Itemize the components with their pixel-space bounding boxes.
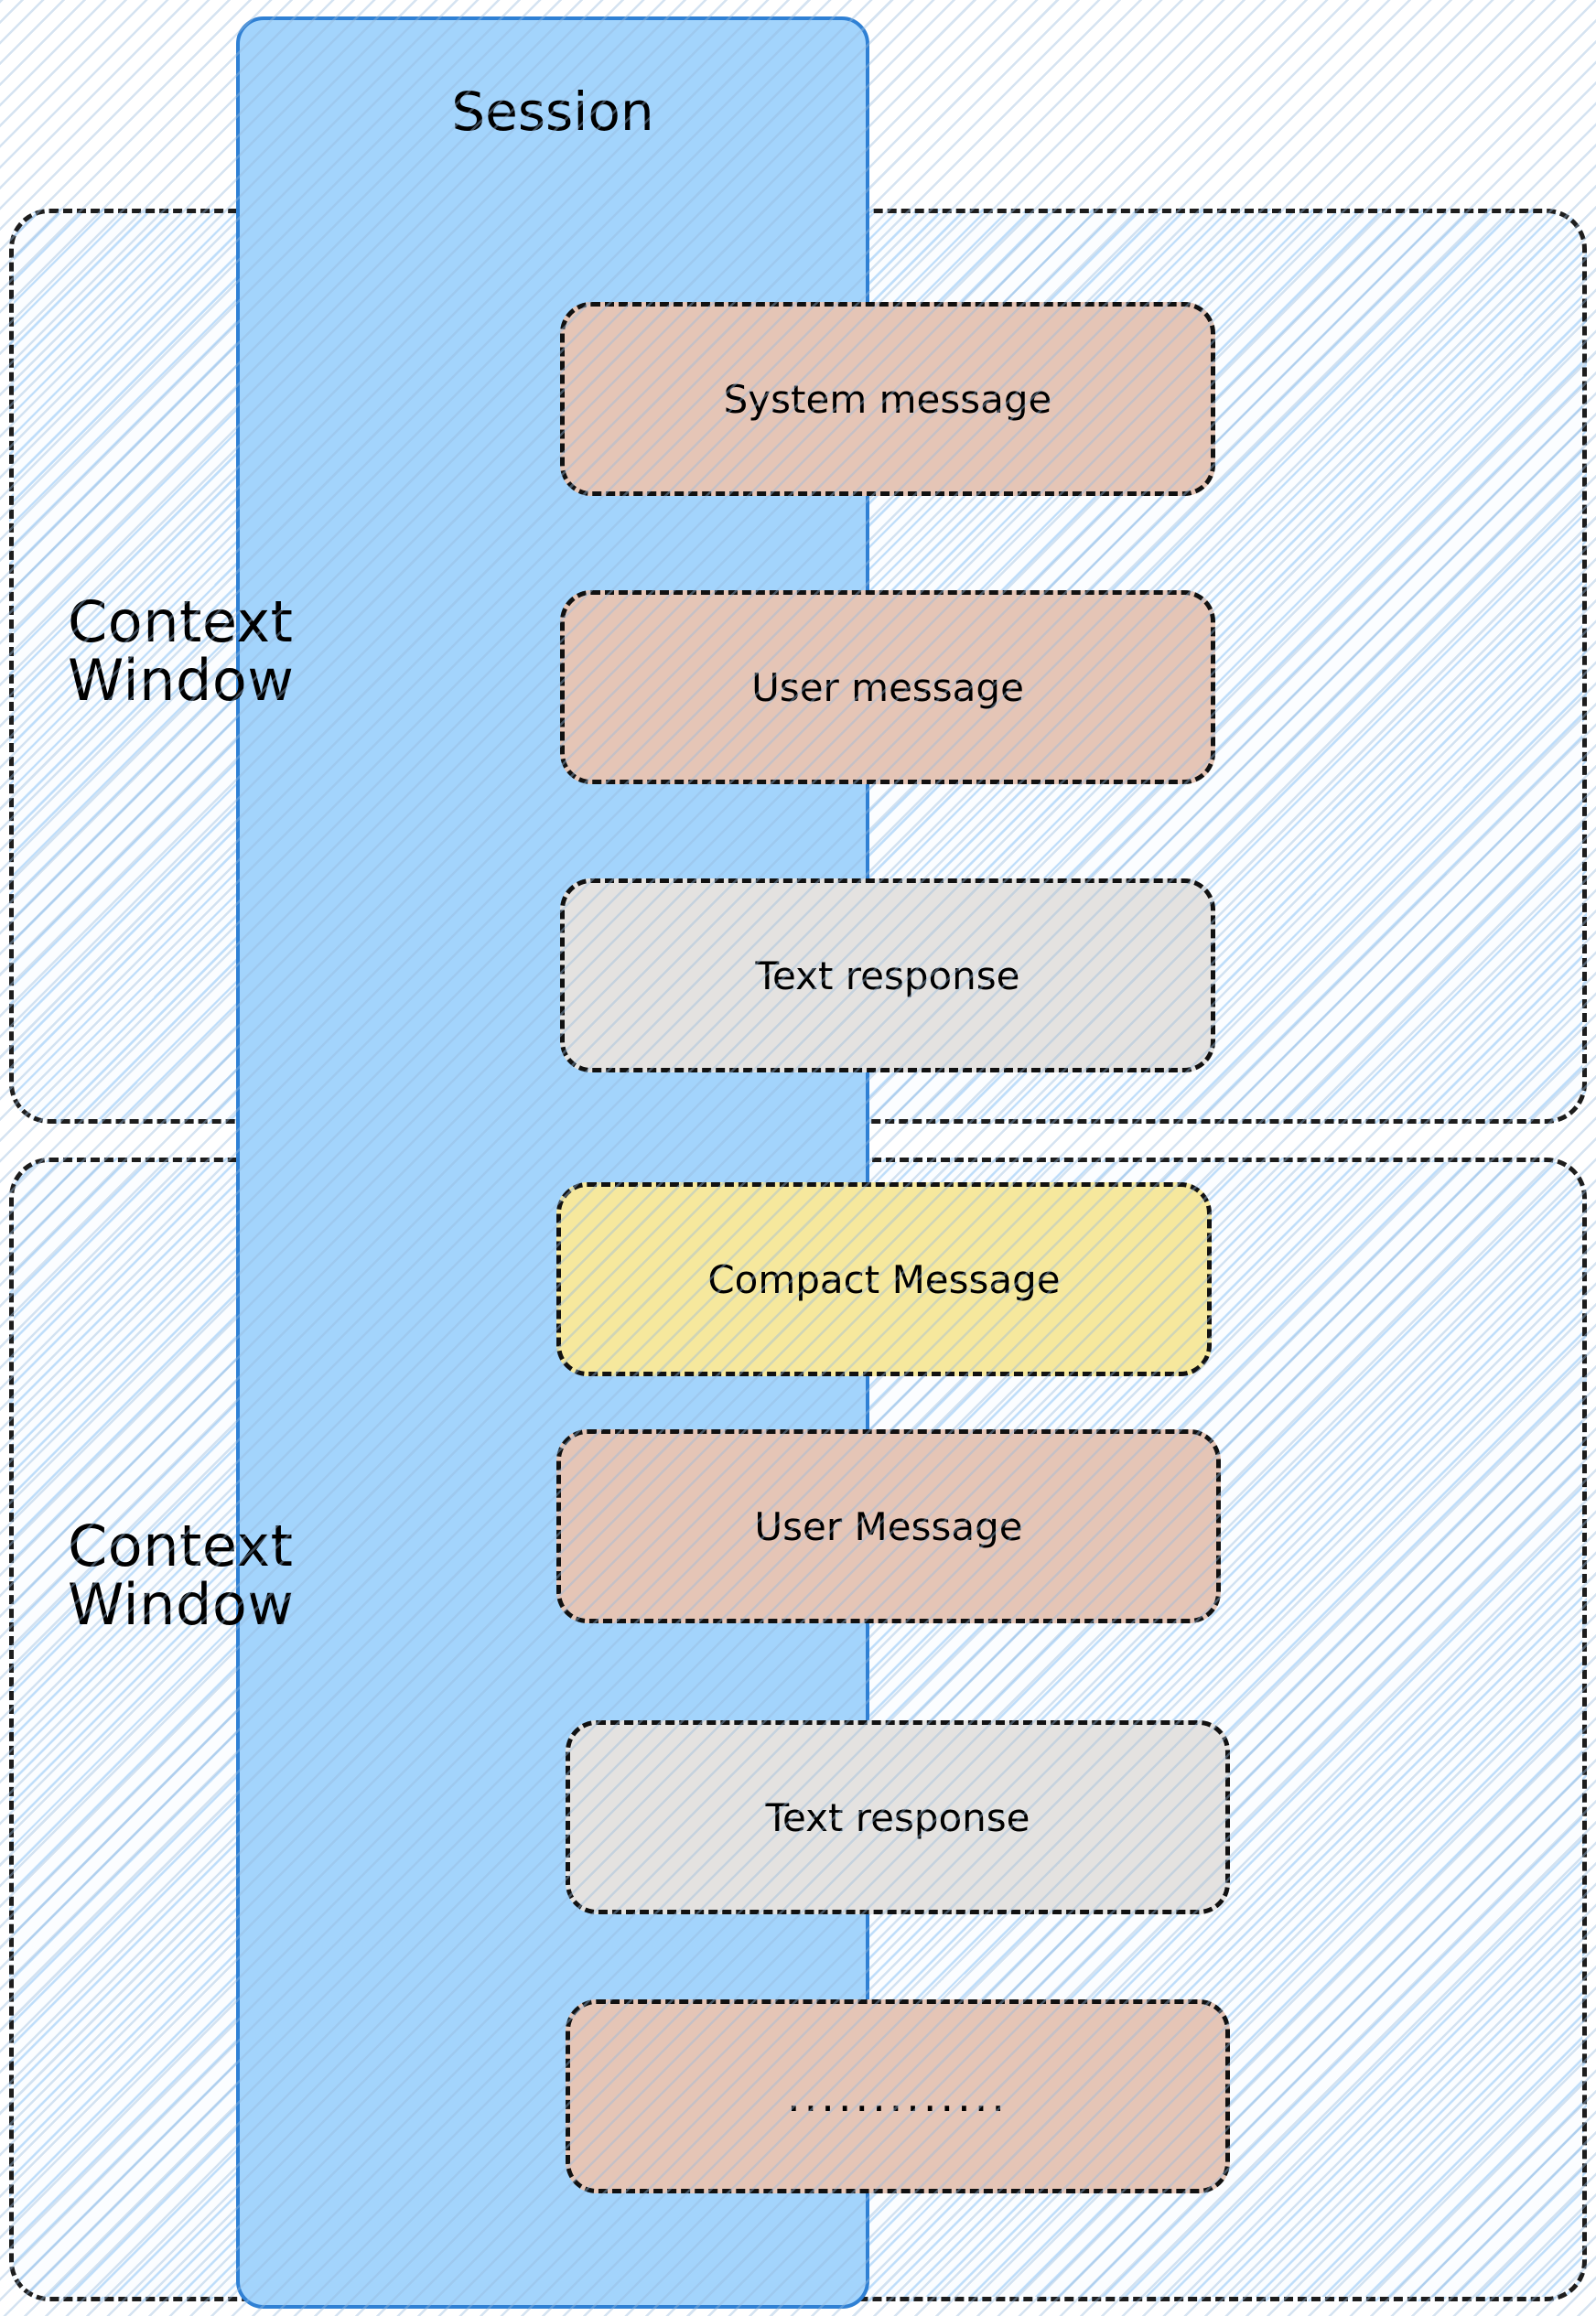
message-box-user-message-1[interactable]: User message <box>560 590 1215 784</box>
message-box-ellipsis[interactable]: ............. <box>566 1999 1230 2193</box>
context-window-label-1: Context Window <box>68 588 295 715</box>
message-box-system-message[interactable]: System message <box>560 302 1215 496</box>
context-window-label-2: Context Window <box>68 1513 295 1639</box>
message-box-text-response-1[interactable]: Text response <box>560 878 1215 1072</box>
message-box-user-message-2[interactable]: User Message <box>556 1429 1221 1623</box>
message-box-compact-message[interactable]: Compact Message <box>556 1182 1212 1376</box>
message-box-text-response-2[interactable]: Text response <box>566 1720 1230 1914</box>
session-title: Session <box>451 81 654 143</box>
